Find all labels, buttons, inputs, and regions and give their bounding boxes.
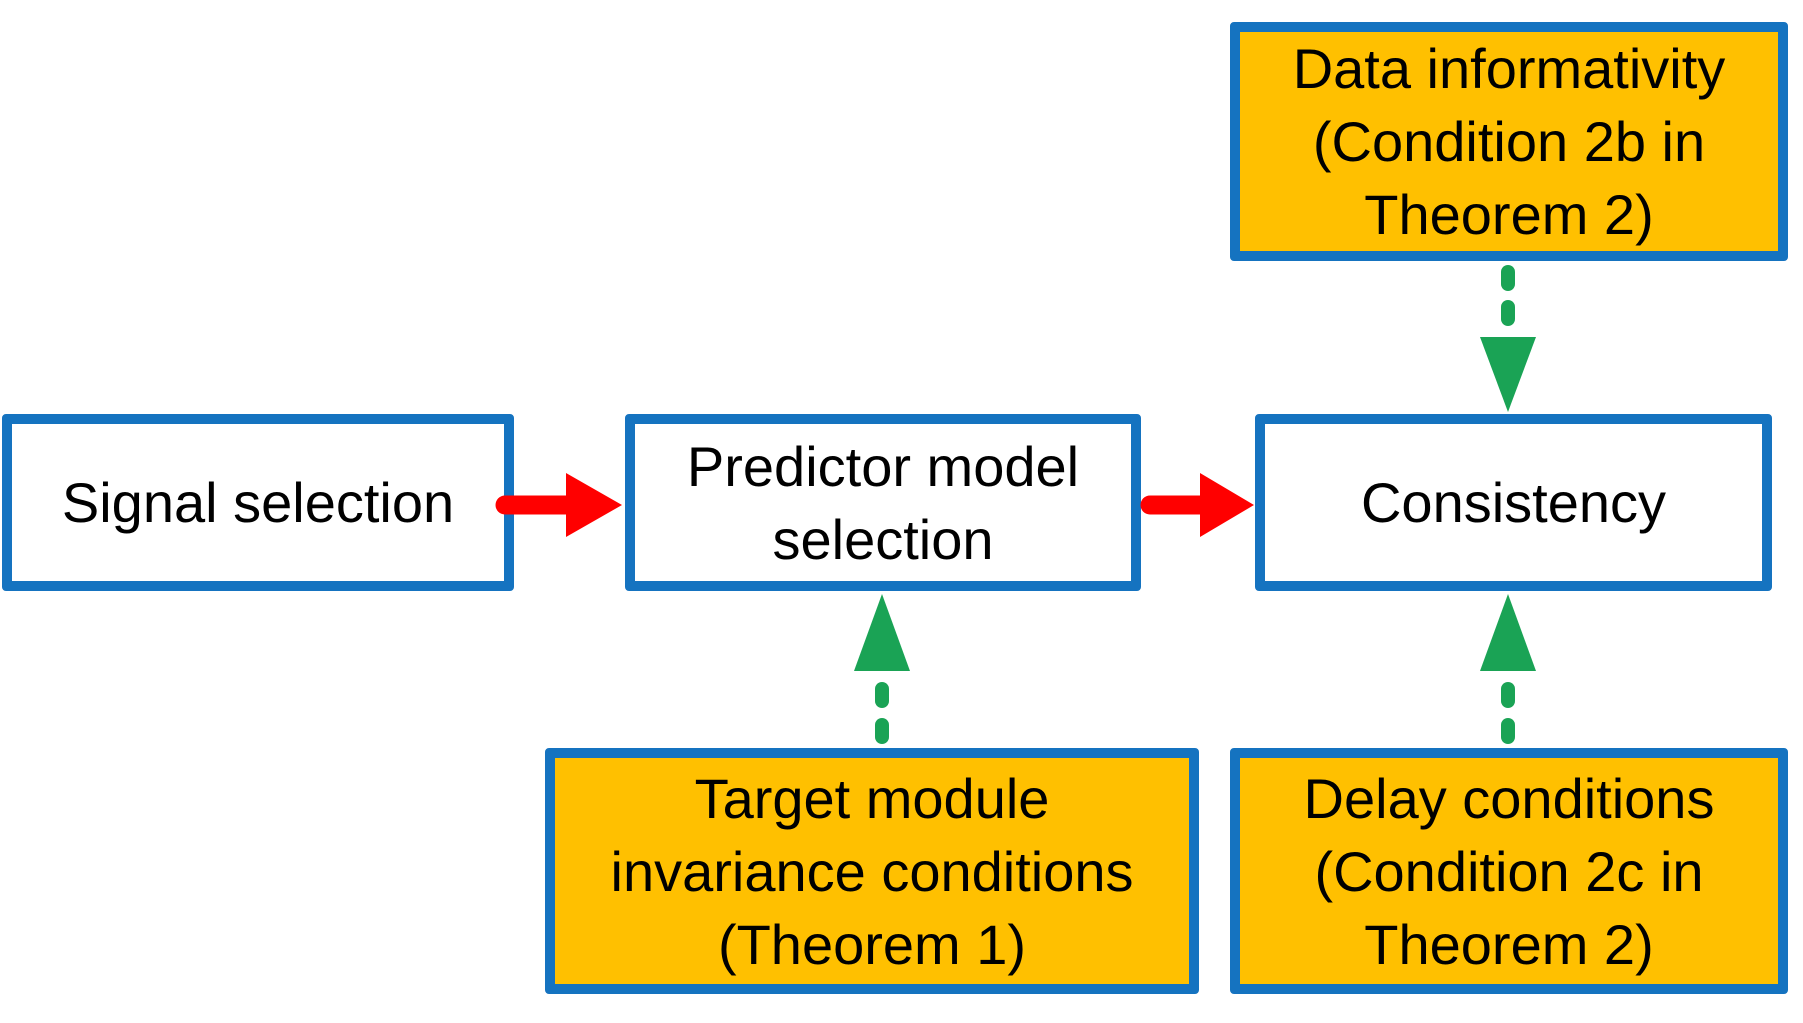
box-label-line: selection <box>772 507 994 571</box>
box-label-line: Theorem 2) <box>1364 912 1654 976</box>
box-label-line: Data informativity <box>1292 37 1726 100</box>
flow-arrow-predictor-to-consistency-icon <box>1140 473 1254 537</box>
box-label-line: Consistency <box>1360 471 1667 534</box>
condition-arrow-target-module-up-icon <box>854 594 910 744</box>
box-label-line: (Theorem 1) <box>717 912 1027 976</box>
box-label-line: Signal selection <box>61 471 455 534</box>
box-label-line: Target module <box>694 766 1050 830</box>
process-box-consistency: Consistency <box>1255 414 1772 591</box>
process-box-signal-selection: Signal selection <box>2 414 514 591</box>
box-label-line: Theorem 2) <box>1364 183 1654 246</box>
box-label-line: Delay conditions <box>1303 766 1715 830</box>
process-box-predictor-model-selection: Predictor model selection <box>625 414 1141 591</box>
box-label-line: (Condition 2c in <box>1314 839 1704 903</box>
box-label-line: invariance conditions <box>610 839 1134 903</box>
condition-box-data-informativity: Data informativity (Condition 2b in Theo… <box>1230 22 1788 261</box>
box-label-line: Predictor model <box>686 434 1080 498</box>
flow-arrow-signal-to-predictor-icon <box>495 473 622 537</box>
condition-box-target-module-invariance: Target module invariance conditions (The… <box>545 748 1199 994</box>
box-label-line: (Condition 2b in <box>1312 110 1706 173</box>
condition-arrow-data-informativity-down-icon <box>1480 265 1536 412</box>
condition-arrow-delay-up-icon <box>1480 594 1536 744</box>
condition-box-delay-conditions: Delay conditions (Condition 2c in Theore… <box>1230 748 1788 994</box>
